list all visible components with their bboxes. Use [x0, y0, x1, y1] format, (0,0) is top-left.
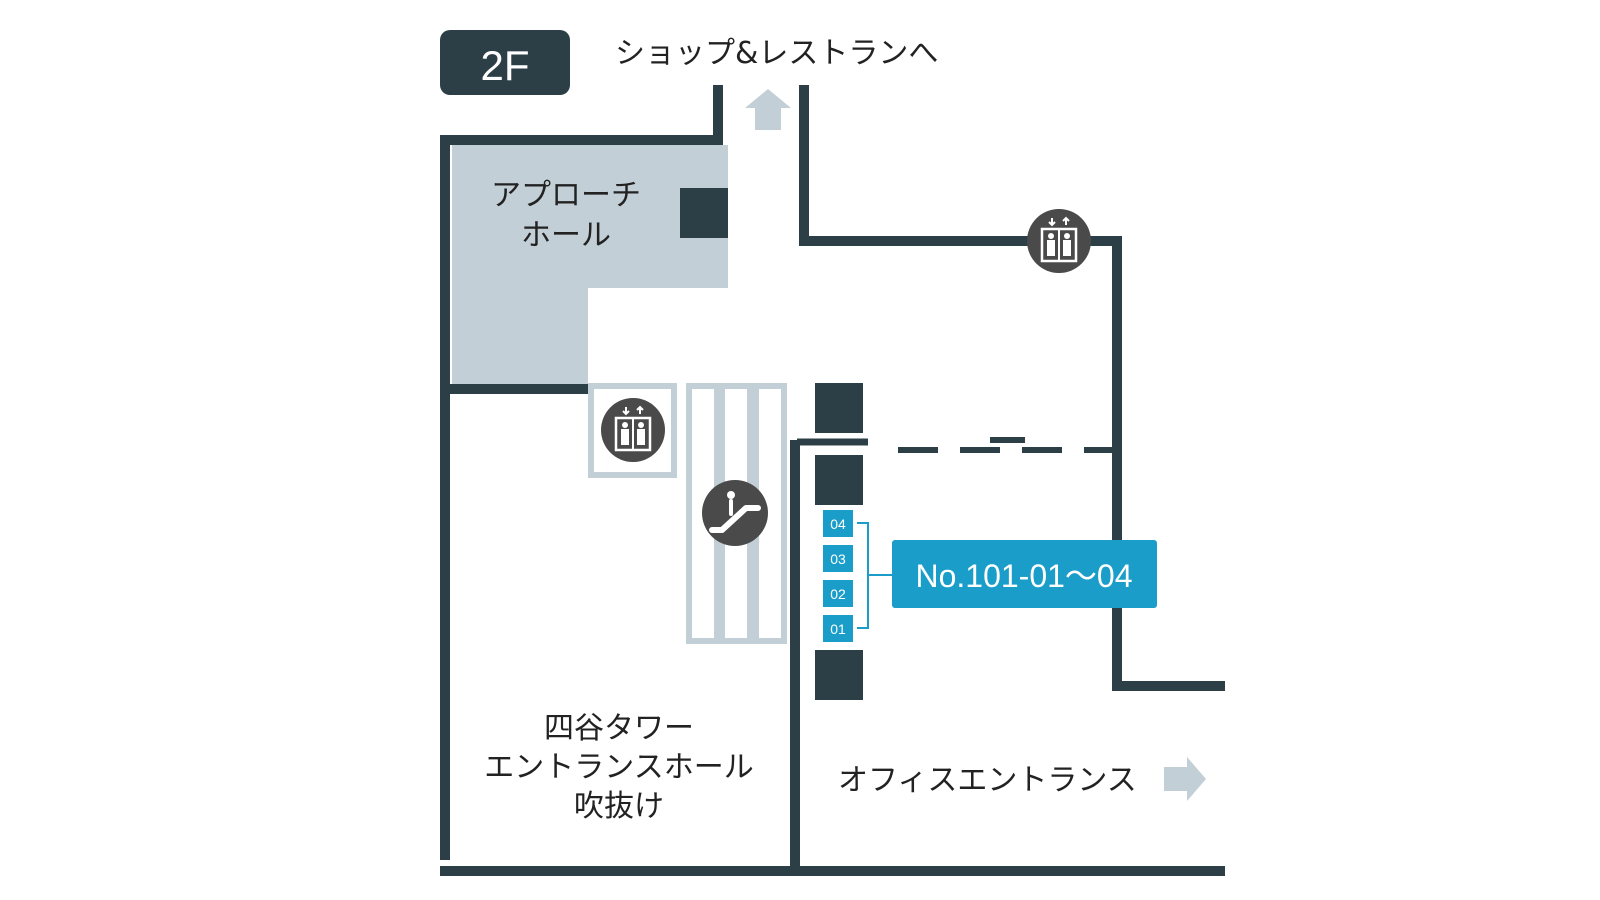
arrow-right-icon — [1164, 757, 1206, 801]
elevator-shaft — [588, 383, 677, 478]
approach-hall-area — [452, 145, 728, 384]
arrow-up-icon — [745, 89, 791, 130]
elevator-icon — [1027, 209, 1091, 273]
pillar — [680, 188, 728, 238]
unit-04: 04 — [830, 516, 846, 532]
tower-hall-label-line3: 吹抜け — [574, 789, 664, 824]
office-entrance-label: オフィスエントランス — [838, 763, 1137, 798]
approach-hall-label-line2: ホール — [521, 218, 611, 253]
floor-label: 2F — [480, 42, 529, 89]
escalator-icon — [702, 480, 768, 546]
tower-hall-label-line1: 四谷タワー — [544, 711, 694, 746]
unit-02: 02 — [830, 586, 846, 602]
elevator-icon — [601, 398, 665, 462]
highlight-callout[interactable]: No.101-01～04 — [892, 540, 1157, 608]
bracket-connector — [857, 522, 869, 629]
to-shops-label: ショップ&レストランへ — [615, 36, 938, 71]
walls — [440, 85, 1225, 876]
highlight-label: No.101-01～04 — [915, 558, 1132, 594]
unit-03: 03 — [830, 551, 846, 567]
pillar — [815, 650, 863, 700]
unit-boxes: 04 03 02 01 — [823, 510, 853, 642]
pillar — [815, 455, 863, 505]
floor-badge: 2F — [440, 30, 570, 95]
tower-hall-label-line2: エントランスホール — [484, 750, 753, 785]
unit-01: 01 — [830, 621, 846, 637]
approach-hall-label-line1: アプローチ — [491, 178, 641, 213]
pillar — [815, 383, 863, 433]
